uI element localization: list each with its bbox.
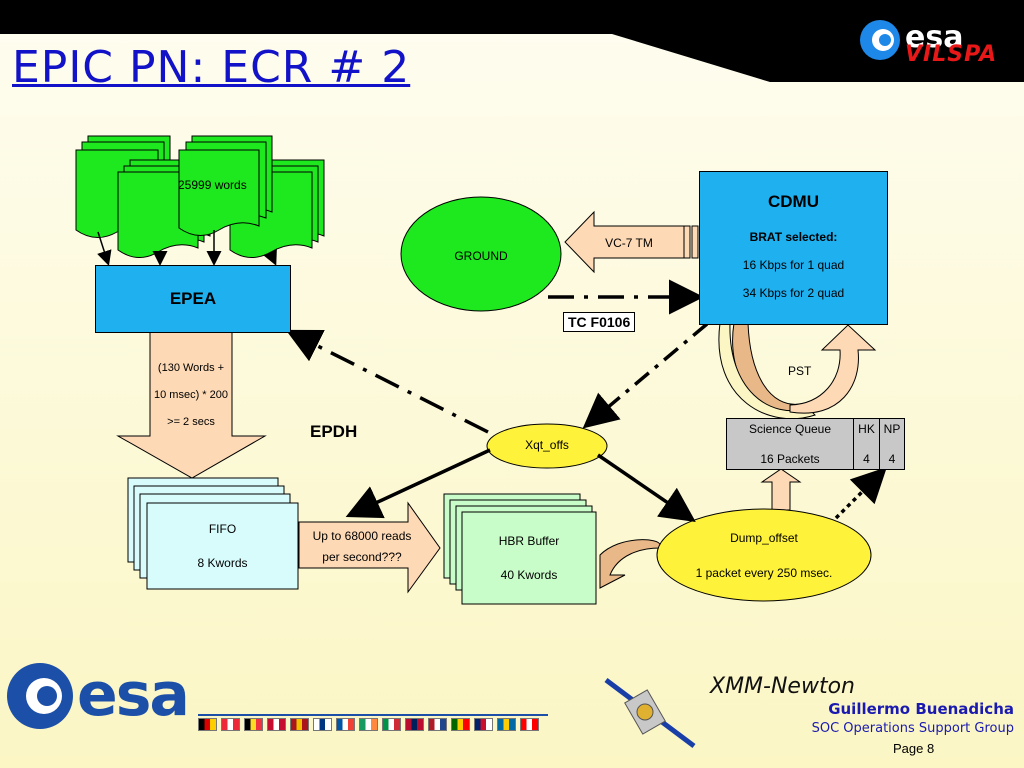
epea-arrow-text-1: (130 Words +	[157, 362, 225, 374]
epea-box: EPEA	[95, 265, 291, 333]
esa-logo-icon	[860, 20, 900, 60]
hbr-title: HBR Buffer	[498, 534, 560, 548]
cdmu-rate-2: 34 Kbps for 2 quad	[742, 286, 845, 300]
header-band	[0, 0, 1024, 82]
flag-icon	[244, 718, 263, 731]
header-black-shape	[0, 0, 1024, 82]
fifo-size: 8 Kwords	[197, 556, 248, 570]
hk-value: 4	[863, 452, 870, 466]
np-cell: NP 4	[880, 419, 904, 469]
packet-stack-front	[178, 135, 273, 236]
xqt-offs-label: Xqt_offs	[525, 438, 569, 452]
fifo-output-arrow	[298, 501, 441, 594]
epea-arrow-text-2: 10 msec) * 200	[154, 389, 228, 401]
hbr-buffer-stack	[443, 493, 597, 605]
cdmu-box: CDMU BRAT selected: 16 Kbps for 1 quad 3…	[699, 171, 888, 325]
fifo-title: FIFO	[208, 522, 237, 536]
flag-icon	[267, 718, 286, 731]
flag-icon	[336, 718, 355, 731]
flag-icon	[221, 718, 240, 731]
fifo-stack	[127, 477, 299, 590]
flag-icon	[451, 718, 470, 731]
dump-to-queue-arrow	[760, 468, 802, 511]
slide-title: EPIC PN: ECR # 2	[12, 42, 411, 93]
vilspa-logo-text: VILSPA	[905, 42, 998, 67]
cdmu-title: CDMU	[768, 192, 819, 211]
cdmu-rate-1: 16 Kbps for 1 quad	[742, 258, 845, 272]
flag-icon	[474, 718, 493, 731]
flag-icon	[428, 718, 447, 731]
flag-icon	[497, 718, 516, 731]
mission-name: XMM-Newton	[710, 674, 855, 699]
esa-logo-text-top: esa	[905, 20, 964, 55]
logo-underline	[198, 714, 548, 716]
fifo-arrow-text-2: per second???	[322, 550, 402, 564]
author-name: Guillermo Buenadicha	[828, 700, 1014, 718]
pst-loop-right	[789, 324, 877, 414]
science-queue-cell: Science Queue 16 Packets	[727, 419, 854, 469]
ground-node	[400, 196, 562, 312]
member-flags	[198, 718, 539, 731]
np-label: NP	[883, 422, 901, 436]
ground-label: GROUND	[454, 249, 508, 263]
flag-icon	[290, 718, 309, 731]
epea-label: EPEA	[169, 289, 217, 308]
science-queue-packets: 16 Packets	[760, 452, 820, 466]
flag-icon	[382, 718, 401, 731]
hk-label: HK	[858, 422, 875, 436]
satellite-icon	[604, 678, 696, 748]
flag-icon	[520, 718, 539, 731]
dump-offset-title: Dump_offset	[730, 531, 798, 545]
epdh-label: EPDH	[310, 422, 358, 441]
tc-label: TC F0106	[563, 312, 636, 332]
page-number: Page 8	[893, 741, 935, 756]
hbr-size: 40 Kwords	[500, 568, 558, 582]
hk-cell: HK 4	[854, 419, 880, 469]
flag-icon	[359, 718, 378, 731]
dump-offset-node	[656, 508, 872, 602]
flag-icon	[405, 718, 424, 731]
dump-offset-desc: 1 packet every 250 msec.	[695, 566, 833, 580]
cdmu-brat: BRAT selected:	[749, 230, 838, 244]
pst-label: PST	[788, 364, 812, 378]
packets-label: 25999 words	[178, 178, 247, 192]
flag-icon	[198, 718, 217, 731]
group-name: SOC Operations Support Group	[811, 721, 1014, 736]
epea-arrow-text-3: >= 2 secs	[167, 416, 215, 428]
hbr-to-dump-arrow	[599, 539, 661, 589]
science-queue-label: Science Queue	[748, 422, 832, 436]
fifo-arrow-text-1: Up to 68000 reads	[312, 529, 412, 543]
epea-output-arrow	[116, 331, 267, 479]
vc7-tm-arrow	[564, 210, 685, 274]
xqt-offs-node	[486, 423, 608, 469]
flag-icon	[313, 718, 332, 731]
esa-logo-text-bottom: esa	[77, 660, 190, 730]
science-queue-box: Science Queue 16 Packets HK 4 NP 4	[726, 418, 905, 470]
esa-logo-icon-bottom	[7, 663, 73, 729]
vc7-tm-label: VC-7 TM	[605, 236, 653, 250]
np-value: 4	[888, 452, 896, 466]
